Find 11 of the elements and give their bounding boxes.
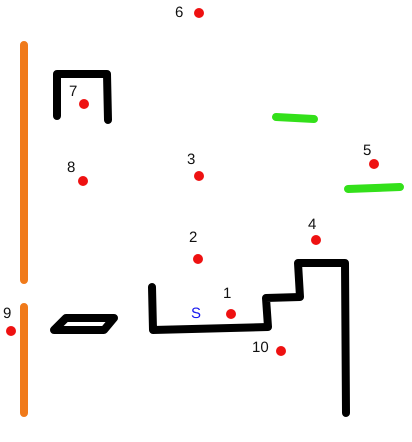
point-label: 9 xyxy=(3,306,12,322)
point-label: 6 xyxy=(175,5,184,21)
point-label: 5 xyxy=(363,143,372,159)
point-label: 1 xyxy=(223,286,232,302)
point-label: 10 xyxy=(252,340,269,356)
point-label: 4 xyxy=(308,217,316,233)
point-label: 8 xyxy=(67,160,76,176)
point-label: S xyxy=(191,306,202,322)
point-label: 7 xyxy=(69,84,78,100)
point-label: 3 xyxy=(187,152,196,168)
point-label: 2 xyxy=(189,230,198,246)
